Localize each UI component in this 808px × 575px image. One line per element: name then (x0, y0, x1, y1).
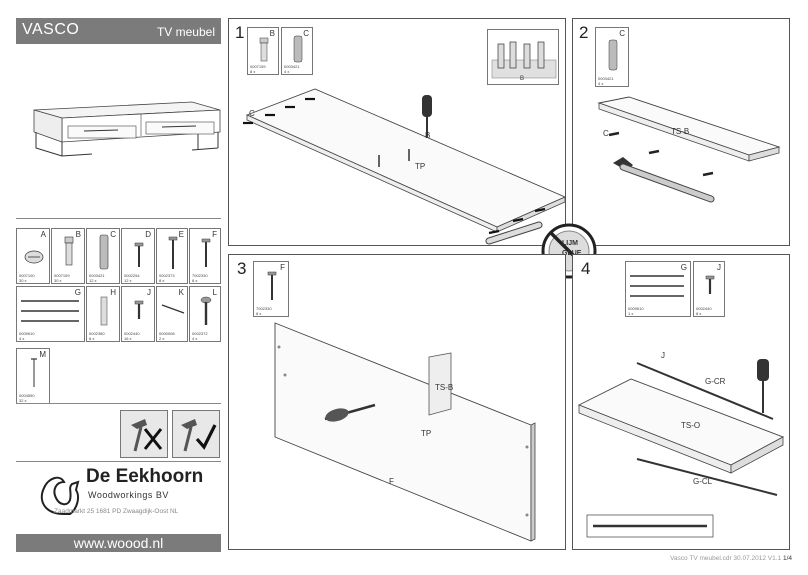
fastener-inset-icon (491, 41, 557, 79)
long-screw-icon (168, 236, 178, 269)
version-footer: Vasco TV meubel.cdr 30.07.2012 V1.1 1/4 (670, 555, 792, 562)
wood-dowel-icon (293, 35, 303, 63)
short-screw-icon (705, 275, 715, 294)
cam-lock-icon (24, 250, 44, 264)
dowel-pin-icon (100, 296, 108, 326)
short-screw-icon (134, 300, 144, 319)
company-name: De Eekhoorn (86, 466, 204, 487)
step-number: 2 (579, 23, 589, 42)
company-subtitle: Woodworkings BV (88, 490, 169, 500)
tv-stand-illustration (33, 101, 221, 157)
label-b: B (425, 131, 431, 140)
hammer-right-tip (172, 410, 220, 458)
no-glue-text-1: LIJM (562, 240, 578, 247)
label-ts-b: TS-B (435, 383, 454, 392)
cam-bolt-icon (259, 37, 269, 62)
drawer-rail-icon (630, 275, 684, 297)
label-g-cl: G-CL (693, 477, 713, 486)
top-panel-side-illustration (274, 322, 536, 542)
label-c: C (249, 109, 255, 118)
divider (16, 461, 221, 463)
label-j: J (661, 351, 665, 360)
wood-dowel-icon (608, 39, 618, 71)
bolt-icon (200, 296, 212, 325)
drawer-assembly-illustration (577, 359, 785, 538)
step-number: 3 (237, 259, 247, 278)
side-panel-illustration (597, 96, 781, 203)
step-number: 4 (581, 259, 591, 278)
wood-dowel-icon (99, 234, 109, 270)
label-f: F (389, 477, 394, 486)
hammer-cross-icon (131, 419, 163, 452)
website-bar[interactable]: www.woood.nl (16, 534, 221, 552)
wood-screw-icon (201, 238, 211, 267)
hammer-check-icon (181, 419, 217, 452)
label-g-cr: G-CR (705, 377, 726, 386)
page-number: 1/4 (782, 555, 792, 562)
company-address: Zaadmarkt 25 1681 PD Zwaagdijk-Oost NL (54, 508, 179, 515)
wood-screw-icon (267, 271, 277, 300)
inset-detail: B (487, 29, 559, 85)
top-panel-illustration (243, 88, 567, 245)
header-bar: VASCO TV meubel (16, 18, 221, 44)
divider (16, 403, 221, 405)
hammer-wrong-tip (120, 410, 168, 458)
label-ts-o: TS-O (681, 421, 701, 430)
step-number: 1 (235, 23, 245, 42)
label-tp: TP (415, 162, 426, 171)
product-name: VASCO (22, 21, 80, 38)
label-ts-b: TS-B (671, 127, 690, 136)
handle-icon (161, 304, 185, 314)
nail-icon (31, 358, 37, 387)
label-tp: TP (421, 429, 432, 438)
drawer-rail-icon (21, 300, 79, 322)
product-type: TV meubel (156, 25, 215, 39)
squirrel-logo-icon (40, 476, 80, 515)
divider (16, 218, 221, 220)
cam-bolt-icon (64, 236, 74, 266)
label-c: C (603, 129, 609, 138)
website-link[interactable]: www.woood.nl (73, 535, 164, 551)
no-glue-text-2: GLUE (562, 250, 581, 257)
screw-icon (134, 242, 144, 267)
